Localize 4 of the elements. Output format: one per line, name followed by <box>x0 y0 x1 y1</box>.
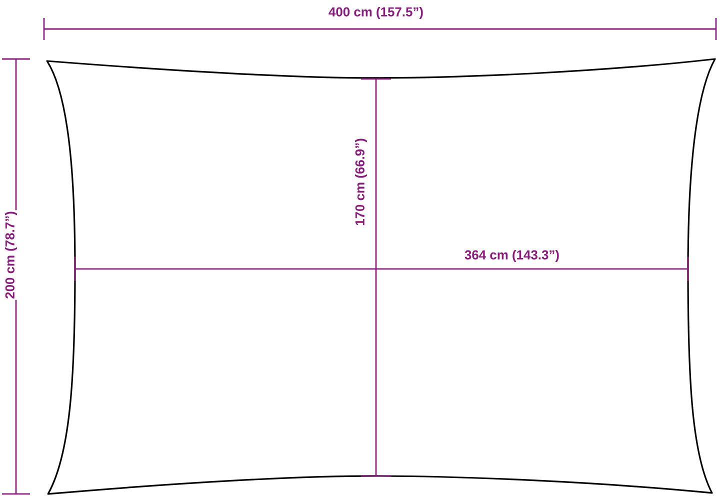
dimension-label: 170 cm (66.9”) <box>354 137 368 227</box>
dimension-label: 200 cm (78.7”) <box>4 210 18 300</box>
dimension-label: 400 cm (157.5”) <box>327 6 425 20</box>
dimension-label: 364 cm (143.3”) <box>463 248 561 264</box>
